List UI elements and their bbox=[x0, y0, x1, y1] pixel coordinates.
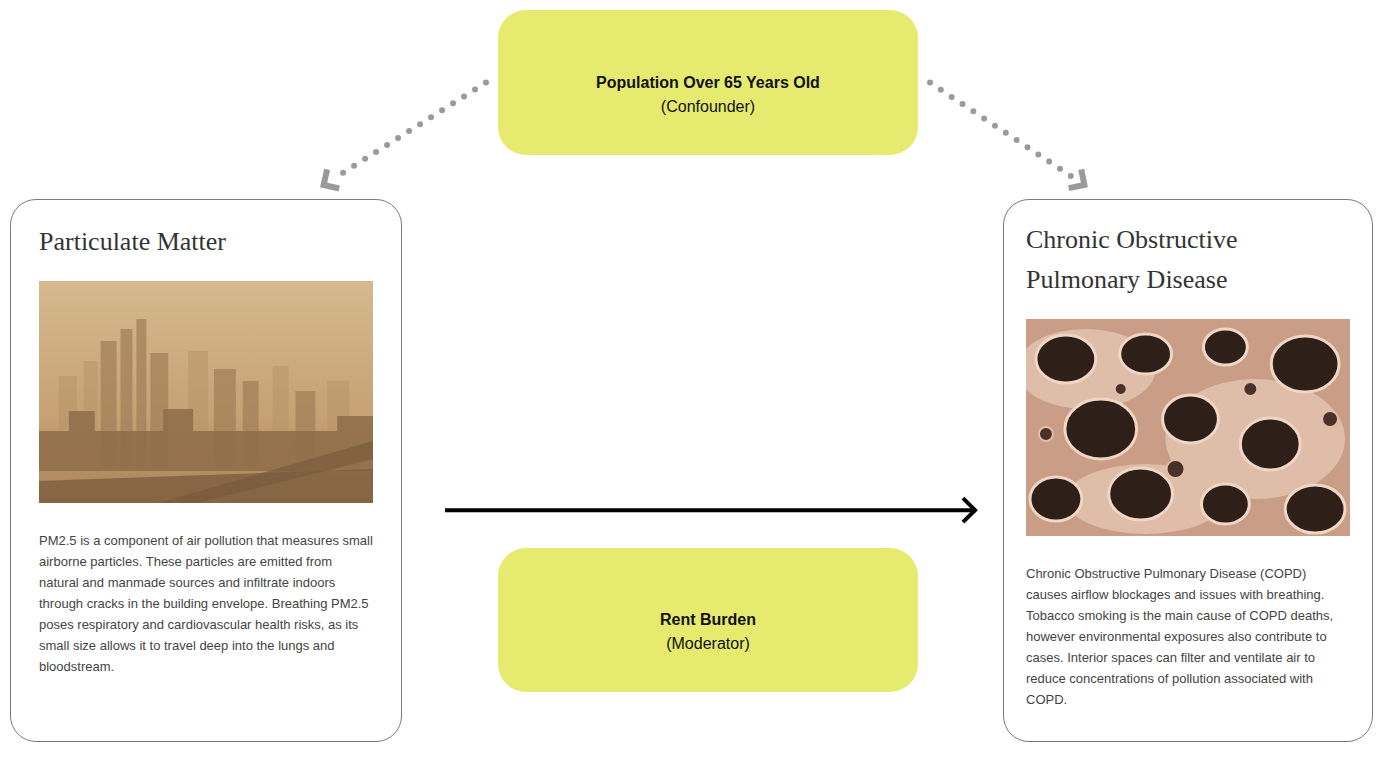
image-slot bbox=[39, 281, 373, 503]
dotted-arrow bbox=[324, 83, 486, 189]
confounder-box: Population Over 65 Years Old(Confounder) bbox=[498, 10, 918, 155]
card-heading: Chronic Obstructive Pulmonary Disease bbox=[1026, 220, 1350, 300]
connector-line bbox=[335, 83, 486, 178]
connector-line bbox=[445, 508, 973, 512]
card-heading: Particulate Matter bbox=[39, 222, 373, 262]
outcome-card: Chronic Obstructive Pulmonary DiseaseChr… bbox=[1003, 199, 1373, 742]
exposure-card: Particulate MatterPM2.5 is a component o… bbox=[10, 199, 402, 742]
dotted-arrow bbox=[930, 83, 1084, 189]
card-description: PM2.5 is a component of air pollution th… bbox=[39, 530, 373, 677]
smog-city-photo bbox=[39, 281, 373, 503]
card-description: Chronic Obstructive Pulmonary Disease (C… bbox=[1026, 563, 1350, 710]
lung-tissue-photo bbox=[1026, 319, 1350, 536]
arrow-head bbox=[324, 169, 340, 188]
arrow-head bbox=[1069, 169, 1085, 188]
connector-line bbox=[930, 83, 1073, 178]
causal-arrow bbox=[445, 498, 975, 522]
node-role: (Moderator) bbox=[666, 632, 750, 656]
node-title: Rent Burden bbox=[660, 608, 756, 632]
arrow-head bbox=[963, 498, 975, 522]
node-role: (Confounder) bbox=[661, 95, 755, 119]
moderator-box: Rent Burden(Moderator) bbox=[498, 548, 918, 692]
image-slot bbox=[1026, 319, 1350, 536]
node-title: Population Over 65 Years Old bbox=[596, 71, 820, 95]
